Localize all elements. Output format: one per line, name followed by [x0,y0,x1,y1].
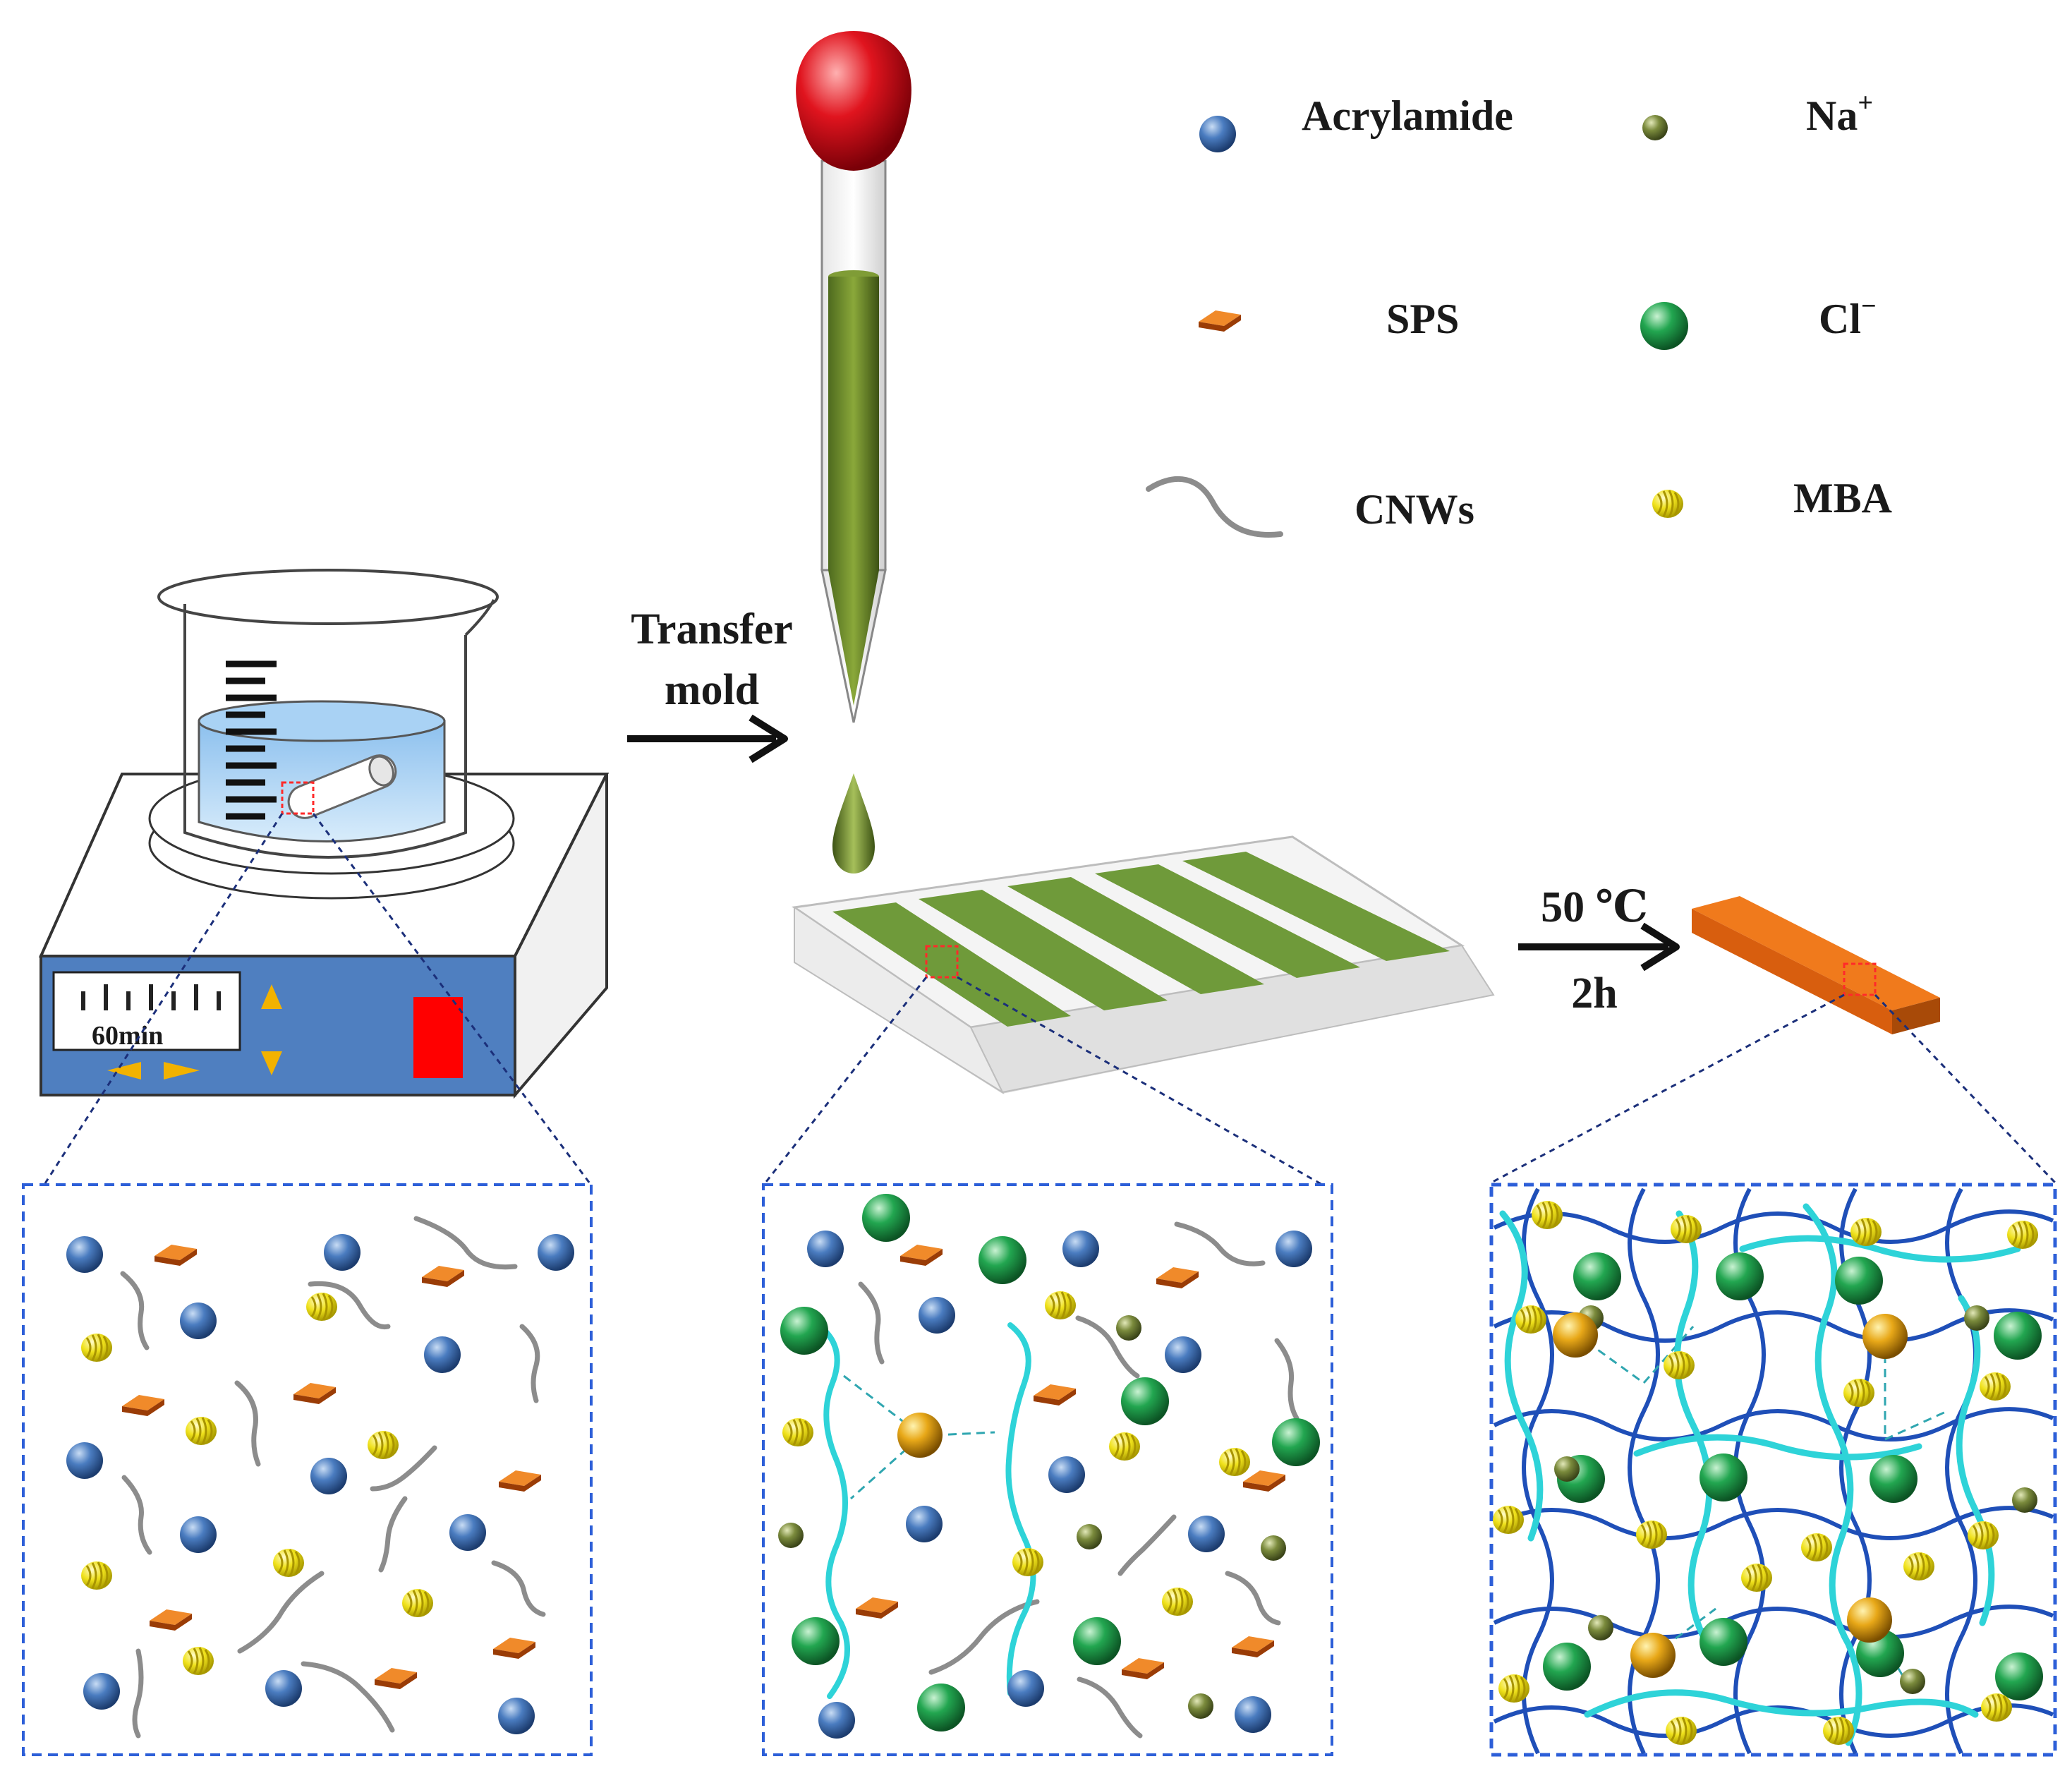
na-ion-icon [1642,115,1668,140]
curing-arrow: 50 ℃ 2h [1518,883,1680,1017]
zoom-lines-1 [44,813,591,1184]
timer-display [52,971,241,1051]
speed-up-arrow-icon [261,984,282,1009]
legend-sps-label: SPS [1386,296,1459,342]
cl-ion-icon [1640,302,1688,350]
zoom-panel-mold [762,1183,1333,1756]
legend: Acrylamide Na+ SPS Cl− CNWs MBA [1146,88,1892,538]
acrylamide-icon [1199,116,1236,152]
legend-cnws-label: CNWs [1355,486,1474,533]
hydrogel-strip [1692,896,1940,1034]
zoom-lines-3 [1491,993,2056,1184]
mba-icon [1651,488,1685,519]
mold-label: mold [665,666,759,714]
transfer-label: Transfer [631,605,793,653]
timer-text: 60min [92,1021,163,1051]
mold [791,835,1495,1094]
left-arrow-icon [107,1062,141,1080]
pipette-bulb [796,31,911,171]
time-label: 2h [1571,969,1617,1017]
temperature-label: 50 ℃ [1541,883,1648,931]
speed-down-arrow-icon [261,1051,282,1075]
sps-icon [1199,310,1241,332]
legend-cl-label: Cl− [1819,291,1877,342]
legend-acrylamide-label: Acrylamide [1302,92,1513,139]
stir-bar [287,754,397,819]
pipette [796,31,911,874]
zoom-panel-precursor [22,1183,593,1756]
right-arrow-icon [164,1062,200,1080]
power-switch [413,997,463,1078]
transfer-arrow: Transfer mold [627,605,793,763]
zoom-panel-network [1489,1183,2057,1757]
legend-na-label: Na+ [1806,88,1873,139]
beaker [157,569,499,859]
cnws-icon [1146,476,1283,538]
gel-droplet [832,773,875,874]
legend-mba-label: MBA [1793,475,1892,521]
zoom-lines-2 [762,976,1324,1187]
